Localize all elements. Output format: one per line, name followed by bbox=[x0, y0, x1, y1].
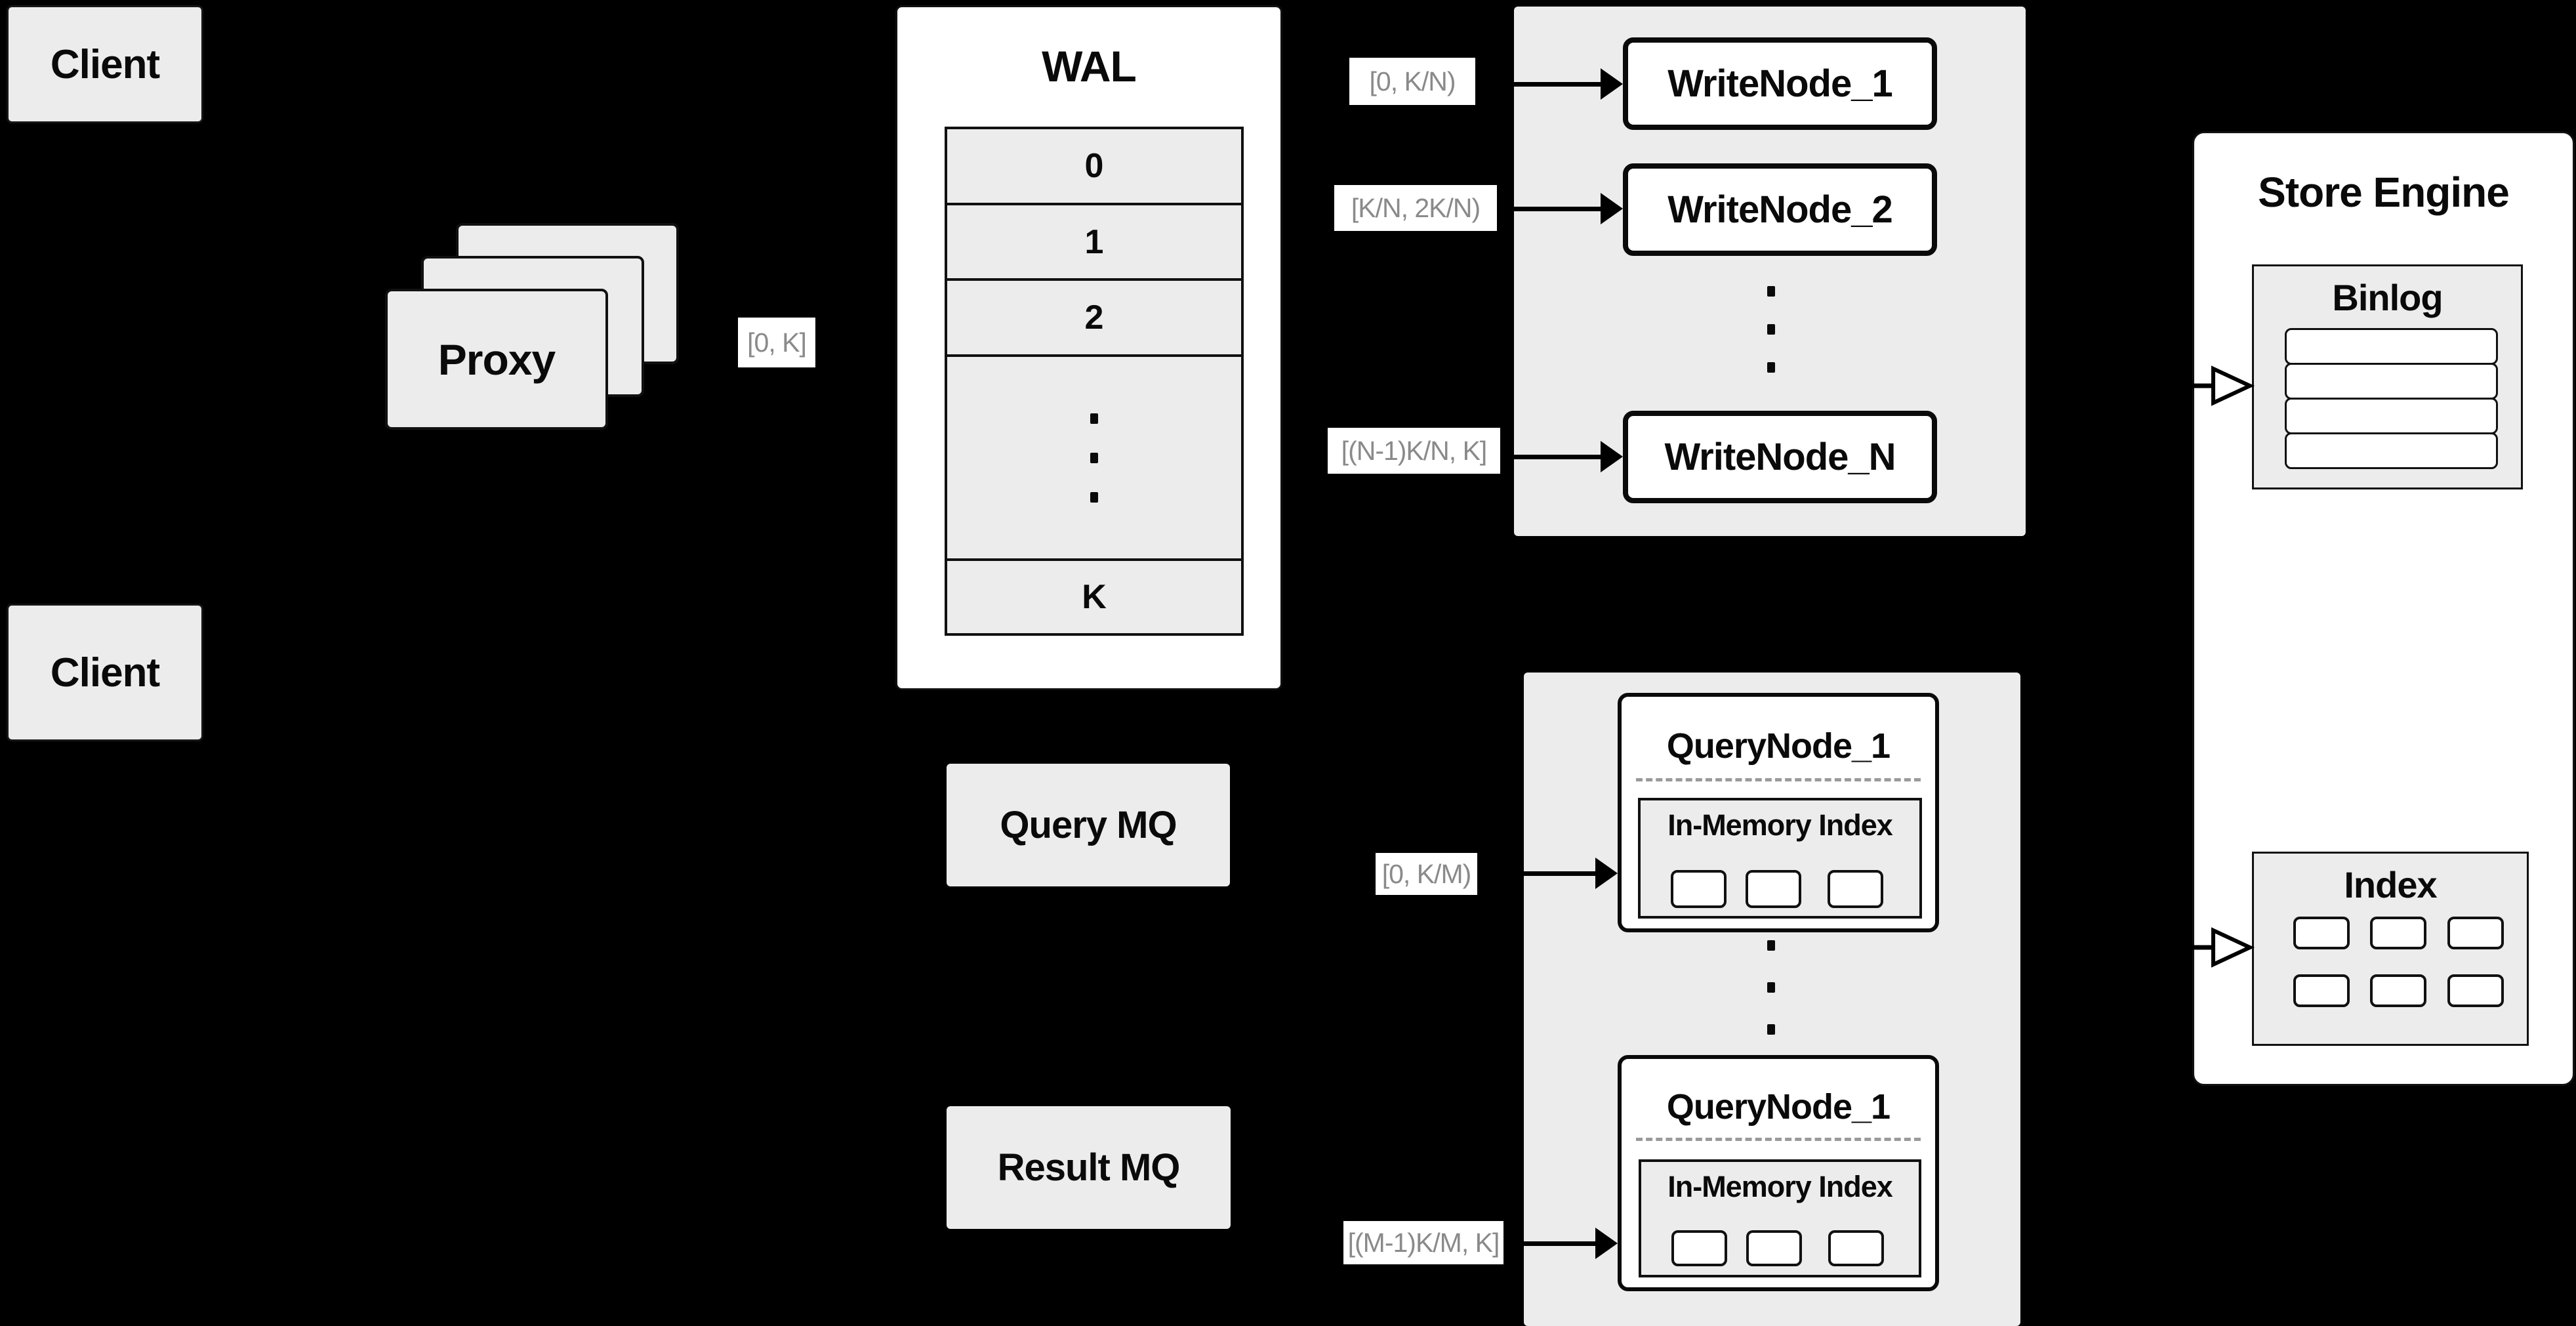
in-memory-index-top-box: In-Memory Index bbox=[1638, 798, 1922, 919]
write-nodes-ellipsis-icon bbox=[1767, 286, 1775, 373]
index-cell bbox=[2293, 917, 2350, 949]
index-box: Index bbox=[2252, 852, 2529, 1046]
write-node-panel: WriteNode_1 WriteNode_2 WriteNode_N bbox=[1514, 7, 2026, 536]
range-label-write-1: [0, K/N) bbox=[1349, 58, 1475, 105]
query-node-bottom-box: QueryNode_1 In-Memory Index bbox=[1618, 1055, 1939, 1291]
wal-row-0: 0 bbox=[947, 129, 1241, 205]
arrow-to-write-node-n bbox=[1507, 455, 1603, 459]
open-arrow-to-binlog-icon bbox=[2170, 365, 2255, 406]
index-cell bbox=[2293, 974, 2350, 1007]
proxy-box: Proxy bbox=[385, 289, 608, 430]
arrowhead-write-node-n-icon bbox=[1601, 441, 1623, 472]
range-label-write-n: [(N-1)K/N, K] bbox=[1328, 428, 1500, 474]
binlog-row bbox=[2285, 328, 2498, 365]
proxy-label: Proxy bbox=[438, 335, 556, 384]
binlog-row bbox=[2285, 432, 2498, 469]
memory-segment-cell bbox=[1828, 870, 1883, 908]
store-engine-box: Store Engine Binlog Index bbox=[2192, 131, 2575, 1086]
memory-segment-cell bbox=[1746, 1230, 1802, 1266]
arrow-to-query-node-top bbox=[1484, 871, 1598, 876]
range-label-query-m: [(M-1)K/M, K] bbox=[1343, 1221, 1503, 1264]
wal-row-k: K bbox=[1082, 578, 1107, 616]
arrowhead-query-node-bottom-icon bbox=[1595, 1228, 1618, 1259]
memory-segment-cell bbox=[1746, 870, 1801, 908]
query-node-top-title: QueryNode_1 bbox=[1666, 726, 1891, 766]
index-cell bbox=[2447, 974, 2504, 1007]
binlog-row bbox=[2285, 363, 2498, 400]
query-node-top-box: QueryNode_1 In-Memory Index bbox=[1618, 693, 1939, 932]
wal-row-2: 2 bbox=[947, 281, 1241, 357]
arrowhead-write-node-2-icon bbox=[1601, 193, 1623, 224]
write-node-2-box: WriteNode_2 bbox=[1623, 163, 1937, 256]
binlog-box: Binlog bbox=[2252, 264, 2523, 489]
index-cell bbox=[2447, 917, 2504, 949]
wal-title: WAL bbox=[1042, 42, 1137, 91]
binlog-rows bbox=[2285, 328, 2498, 469]
range-label-write-2: [K/N, 2K/N) bbox=[1334, 185, 1497, 231]
memory-segment-cell bbox=[1828, 1230, 1884, 1266]
memory-segment-cell bbox=[1671, 1230, 1727, 1266]
client-top-box: Client bbox=[7, 5, 203, 123]
index-cell bbox=[2370, 974, 2426, 1007]
range-label-proxy-out: [0, K] bbox=[738, 318, 815, 367]
in-memory-index-top-title: In-Memory Index bbox=[1667, 808, 1893, 842]
client-bottom-label: Client bbox=[50, 650, 160, 695]
write-node-n-box: WriteNode_N bbox=[1623, 411, 1937, 503]
dashed-divider bbox=[1636, 1138, 1921, 1141]
write-node-1-box: WriteNode_1 bbox=[1623, 37, 1937, 130]
arrowhead-query-node-top-icon bbox=[1595, 858, 1618, 889]
index-cell bbox=[2370, 917, 2426, 949]
arrowhead-write-node-1-icon bbox=[1601, 68, 1623, 100]
client-bottom-box: Client bbox=[7, 604, 203, 741]
wal-table: 0 1 2 K bbox=[945, 127, 1244, 636]
memory-segment-cell bbox=[1671, 870, 1727, 908]
vertical-ellipsis-icon bbox=[1090, 413, 1098, 503]
store-engine-title: Store Engine bbox=[2258, 169, 2510, 216]
write-node-2-label: WriteNode_2 bbox=[1667, 188, 1892, 231]
query-mq-label: Query MQ bbox=[1000, 804, 1177, 846]
write-node-n-label: WriteNode_N bbox=[1664, 436, 1896, 478]
wal-row-ellipsis bbox=[947, 357, 1241, 561]
index-title: Index bbox=[2344, 863, 2437, 905]
wal-row-1: 1 bbox=[947, 205, 1241, 281]
range-label-query-1: [0, K/M) bbox=[1376, 853, 1477, 895]
query-nodes-ellipsis-icon bbox=[1767, 940, 1775, 1035]
in-memory-index-bottom-box: In-Memory Index bbox=[1639, 1159, 1921, 1277]
arrow-to-query-node-bottom bbox=[1510, 1241, 1598, 1246]
query-mq-box: Query MQ bbox=[947, 764, 1230, 886]
in-memory-index-bottom-title: In-Memory Index bbox=[1667, 1170, 1893, 1203]
query-node-bottom-title: QueryNode_1 bbox=[1666, 1087, 1891, 1127]
query-node-panel: QueryNode_1 In-Memory Index QueryNode_1 … bbox=[1524, 673, 2020, 1326]
client-top-label: Client bbox=[50, 41, 160, 87]
binlog-row bbox=[2285, 398, 2498, 434]
binlog-title: Binlog bbox=[2332, 276, 2443, 318]
dashed-divider bbox=[1636, 778, 1921, 781]
result-mq-box: Result MQ bbox=[947, 1106, 1231, 1229]
wal-box: WAL 0 1 2 K bbox=[895, 5, 1282, 690]
arrow-to-write-node-1 bbox=[1481, 82, 1603, 87]
arrow-to-write-node-2 bbox=[1503, 207, 1603, 211]
write-node-1-label: WriteNode_1 bbox=[1667, 62, 1892, 105]
open-arrow-to-index-icon bbox=[2170, 927, 2255, 968]
result-mq-label: Result MQ bbox=[997, 1146, 1181, 1189]
